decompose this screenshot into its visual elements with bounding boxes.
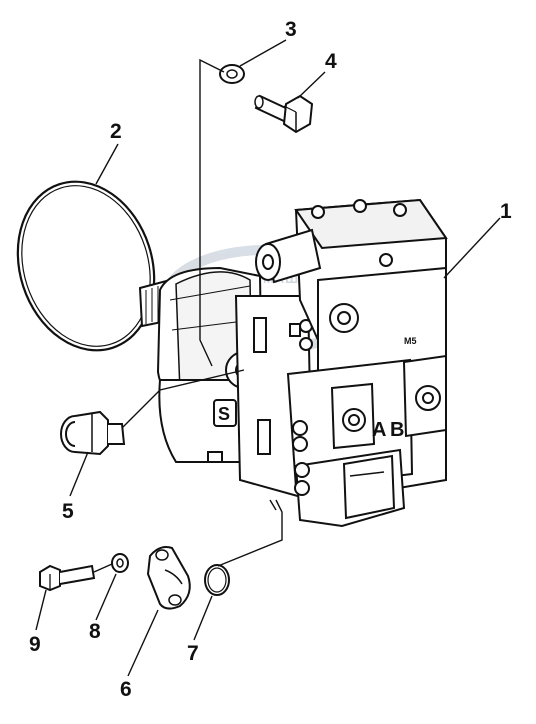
callout-7: 7 <box>187 642 199 665</box>
callout-5: 5 <box>62 500 74 523</box>
assembly-reference-lines <box>93 58 283 573</box>
washer-part-8 <box>111 553 129 573</box>
callout-9: 9 <box>29 633 41 656</box>
callout-1: 1 <box>500 200 512 223</box>
callout-2: 2 <box>110 120 122 143</box>
callout-labels: 1 2 3 4 5 6 7 8 9 <box>29 18 512 701</box>
callout-3: 3 <box>285 18 297 41</box>
hydraulic-motor-assembly: S A B M5 <box>138 198 448 528</box>
callout-6: 6 <box>120 678 132 701</box>
plate-mark: M5 <box>404 336 417 346</box>
bolt-part-9 <box>39 564 96 592</box>
logo-mark: S <box>218 404 230 424</box>
port-b-mark: B <box>390 419 404 441</box>
split-flange-part-6 <box>146 546 191 610</box>
callout-8: 8 <box>89 620 101 643</box>
o-ring-part <box>16 180 156 352</box>
port-a-mark: A <box>372 419 386 441</box>
small-o-ring-part-7 <box>204 564 230 596</box>
washer-part-3 <box>219 64 245 84</box>
plug-fitting-part-5 <box>60 410 126 456</box>
callout-4: 4 <box>325 50 337 73</box>
leader-lines <box>35 39 501 677</box>
bolt-part-4 <box>254 94 314 134</box>
